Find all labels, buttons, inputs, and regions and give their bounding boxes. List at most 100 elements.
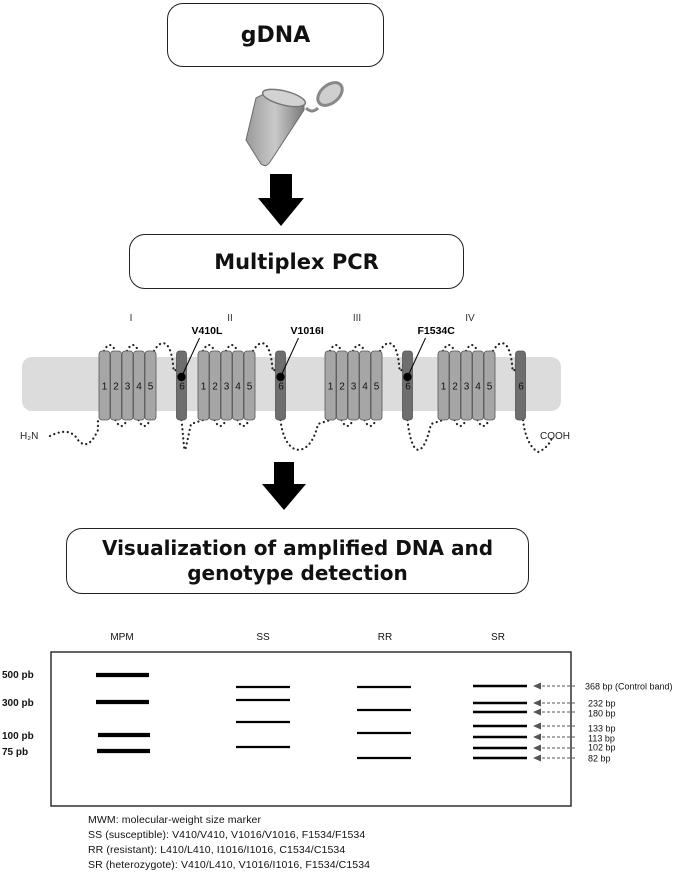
- extracellular-loop: [102, 343, 117, 353]
- extracellular-loop: [201, 343, 216, 353]
- transmembrane-segment: [133, 350, 145, 421]
- legend-line: SS (susceptible): V410/V410, V1016/V1016…: [88, 829, 366, 841]
- segment-label: 3: [464, 382, 470, 393]
- domain-label: I: [130, 313, 133, 324]
- segment-label: 2: [113, 382, 119, 393]
- band-size-label: 102 bp: [588, 743, 616, 753]
- lane-label: MPM: [110, 632, 133, 643]
- annotation-arrowhead: [533, 733, 541, 741]
- marker-size-label: 100 pb: [2, 731, 34, 742]
- transmembrane-segment: [359, 350, 371, 421]
- lane-label: SR: [491, 632, 505, 643]
- step-pcr-box: Multiplex PCR: [129, 234, 464, 289]
- annotation-arrowhead: [533, 744, 541, 752]
- segment-label: 5: [487, 382, 493, 393]
- legend-line: RR (resistant): L410/L410, I1016/I1016, …: [88, 844, 346, 856]
- transmembrane-segment: [449, 350, 461, 421]
- segment-label: 3: [125, 382, 131, 393]
- transmembrane-segment: [144, 350, 157, 421]
- segment-label: 2: [339, 382, 345, 393]
- band-size-label: 232 bp: [588, 699, 616, 709]
- band-size-label: 368 bp (Control band): [585, 682, 673, 692]
- marker-size-label: 75 pb: [2, 747, 28, 758]
- segment-label: 4: [362, 382, 368, 393]
- interdomain-linker: [406, 418, 445, 451]
- intracellular-loop: [114, 418, 129, 428]
- mutation-site: [177, 372, 186, 382]
- transmembrane-segment: [472, 350, 484, 421]
- transmembrane-segment: [336, 350, 348, 421]
- annotation-arrowhead: [533, 699, 541, 707]
- segment-label: 4: [235, 382, 241, 393]
- mutation-label: F1534C: [418, 325, 456, 337]
- transmembrane-segment: [121, 350, 134, 421]
- step-pcr-label: Multiplex PCR: [214, 249, 379, 274]
- step-gdna-box: gDNA: [167, 3, 384, 67]
- annotation-arrowhead: [533, 722, 541, 730]
- transmembrane-segment: [275, 350, 286, 421]
- lane-label: RR: [378, 632, 392, 643]
- segment-label: 1: [201, 382, 207, 393]
- band-size-label: 180 bp: [588, 709, 616, 719]
- n-terminus-loop: [48, 418, 100, 446]
- transmembrane-segment: [324, 350, 337, 421]
- extracellular-loop: [441, 343, 456, 353]
- interdomain-linker: [180, 418, 205, 451]
- annotation-arrowhead: [533, 682, 541, 690]
- transmembrane-segment: [98, 350, 111, 421]
- transmembrane-segment: [232, 350, 244, 421]
- domain-label: II: [227, 313, 233, 324]
- segment-label: 5: [148, 382, 154, 393]
- domain-label: III: [353, 313, 361, 324]
- intracellular-loop: [476, 418, 491, 428]
- transmembrane-segment: [347, 350, 360, 421]
- annotation-arrowhead: [533, 708, 541, 716]
- intracellular-loop: [213, 418, 228, 428]
- extracellular-loop: [464, 343, 479, 353]
- intracellular-loop: [453, 418, 468, 428]
- mutation-label: V1016I: [291, 325, 324, 337]
- mutation-label: V410L: [192, 325, 224, 337]
- band-size-label: 113 bp: [588, 734, 615, 744]
- segment-label: 2: [452, 382, 458, 393]
- band-size-label: 82 bp: [588, 754, 611, 764]
- segment-label: 3: [351, 382, 357, 393]
- legend-line: MWM: molecular-weight size marker: [88, 814, 262, 826]
- step-visualization-line1: Visualization of amplified DNA and: [101, 536, 494, 560]
- extracellular-loop: [328, 343, 343, 353]
- transmembrane-segment: [209, 350, 221, 421]
- extracellular-loop: [351, 343, 366, 353]
- marker-size-label: 500 pb: [2, 670, 34, 681]
- segment-label: 6: [518, 382, 524, 393]
- transmembrane-segment: [515, 350, 526, 421]
- transmembrane-segment: [370, 350, 383, 421]
- transmembrane-segment: [483, 350, 496, 421]
- mutation-site: [276, 372, 285, 382]
- segment-label: 1: [102, 382, 108, 393]
- step-gdna-label: gDNA: [240, 22, 311, 48]
- segment-label: 1: [328, 382, 334, 393]
- intracellular-loop: [363, 418, 378, 428]
- mutation-site: [403, 372, 412, 382]
- mutation-pointer: [280, 337, 299, 378]
- segment-label: 2: [212, 382, 218, 393]
- segment-label: 5: [247, 382, 253, 393]
- down-arrow-icon: [262, 462, 306, 510]
- transmembrane-segment: [197, 350, 210, 421]
- extracellular-loop: [224, 343, 239, 353]
- transmembrane-segment: [437, 350, 450, 421]
- down-arrow-icon: [258, 174, 304, 226]
- transmembrane-segment: [243, 350, 256, 421]
- transmembrane-segment: [110, 350, 122, 421]
- c-terminus-label: COOH: [540, 431, 570, 442]
- step-visualization-box: Visualization of amplified DNA and genot…: [66, 528, 529, 594]
- segment-label: 6: [405, 382, 411, 393]
- segment-label: 1: [441, 382, 447, 393]
- segment-label: 4: [136, 382, 142, 393]
- intracellular-loop: [236, 418, 251, 428]
- extracellular-loop: [125, 343, 140, 353]
- intracellular-loop: [137, 418, 152, 428]
